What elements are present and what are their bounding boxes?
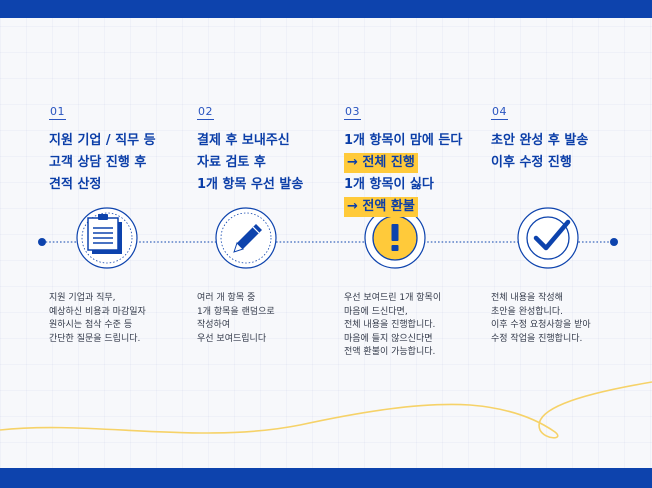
step-2-desc-line: 1개 항목을 랜덤으로 <box>197 306 275 317</box>
step-3-desc-line: 마음에 들지 않으신다면 <box>344 333 433 344</box>
step-4-desc-line: 초안을 완성합니다. <box>491 306 563 317</box>
step-3-result-full-refund: → 전액 환불 <box>344 197 418 217</box>
step-4-title: 초안 완성 후 발송 이후 수정 진행 <box>491 130 631 174</box>
step-1-desc-line: 간단한 질문을 드립니다. <box>49 333 141 344</box>
step-4-description: 전체 내용을 작성해 초안을 완성합니다. 이후 수정 요청사항을 받아 수정 … <box>491 292 631 346</box>
step-2-title-line: 결제 후 보내주신 <box>197 133 290 148</box>
step-3-desc-line: 우선 보여드린 1개 항목이 <box>344 293 442 303</box>
step-3-option-dislike: 1개 항목이 싫다 <box>344 177 434 192</box>
step-2-desc-line: 여러 개 항목 중 <box>197 293 256 303</box>
step-1-title-line: 지원 기업 / 직무 등 <box>49 133 156 148</box>
step-3-title: 1개 항목이 맘에 든다 → 전체 진행 1개 항목이 싫다 → 전액 환불 <box>344 130 484 218</box>
timeline-start-dot <box>38 238 46 246</box>
step-3-desc-line: 전체 내용을 진행합니다. <box>344 320 436 330</box>
step-2-description: 여러 개 항목 중 1개 항목을 랜덤으로 작성하여 우선 보여드립니다 <box>197 292 337 346</box>
step-4-desc-line: 이후 수정 요청사항을 받아 <box>491 320 591 330</box>
exclamation-icon <box>364 207 426 269</box>
step-1: 01 지원 기업 / 직무 등 고객 상담 진행 후 견적 산정 <box>49 100 189 196</box>
step-4-title-line: 이후 수정 진행 <box>491 155 572 170</box>
step-2-title: 결제 후 보내주신 자료 검토 후 1개 항목 우선 발송 <box>197 130 337 196</box>
step-3-desc-line: 전액 환불이 가능합니다. <box>344 347 436 357</box>
step-2-desc-line: 작성하여 <box>197 320 231 330</box>
step-2-desc-line: 우선 보여드립니다 <box>197 333 267 344</box>
step-1-desc-line: 원하시는 첨삭 수준 등 <box>49 320 133 330</box>
step-1-desc-line: 지원 기업과 직무, <box>49 293 116 303</box>
checkmark-icon <box>517 207 579 269</box>
bottom-banner-bar <box>0 468 652 488</box>
step-1-title: 지원 기업 / 직무 등 고객 상담 진행 후 견적 산정 <box>49 130 189 196</box>
step-1-desc-line: 예상하신 비용과 마감일자 <box>49 306 146 317</box>
step-4-desc-line: 전체 내용을 작성해 <box>491 293 563 303</box>
step-3-option-like: 1개 항목이 맘에 든다 <box>344 133 463 148</box>
step-2: 02 결제 후 보내주신 자료 검토 후 1개 항목 우선 발송 <box>197 100 337 196</box>
timeline-end-dot <box>610 238 618 246</box>
step-1-number: 01 <box>49 105 66 120</box>
step-1-title-line: 고객 상담 진행 후 <box>49 155 147 170</box>
decorative-wave <box>0 381 652 439</box>
step-4-number: 04 <box>491 105 508 120</box>
step-3-description: 우선 보여드린 1개 항목이 마음에 드신다면, 전체 내용을 진행합니다. 마… <box>344 292 484 360</box>
step-1-title-line: 견적 산정 <box>49 177 102 192</box>
step-3: 03 1개 항목이 맘에 든다 → 전체 진행 1개 항목이 싫다 → 전액 환… <box>344 100 484 218</box>
pencil-icon <box>215 207 277 269</box>
step-4-title-line: 초안 완성 후 발송 <box>491 133 589 148</box>
step-4: 04 초안 완성 후 발송 이후 수정 진행 <box>491 100 631 174</box>
step-3-desc-line: 마음에 드신다면, <box>344 306 408 317</box>
clipboard-icon <box>76 207 138 269</box>
step-3-result-full-progress: → 전체 진행 <box>344 153 418 173</box>
step-2-number: 02 <box>197 105 214 120</box>
step-1-description: 지원 기업과 직무, 예상하신 비용과 마감일자 원하시는 첨삭 수준 등 간단… <box>49 292 189 346</box>
step-2-title-line: 1개 항목 우선 발송 <box>197 177 304 192</box>
step-2-title-line: 자료 검토 후 <box>197 155 266 170</box>
top-banner-bar <box>0 0 652 18</box>
step-4-desc-line: 수정 작업을 진행합니다. <box>491 333 583 344</box>
step-3-number: 03 <box>344 105 361 120</box>
